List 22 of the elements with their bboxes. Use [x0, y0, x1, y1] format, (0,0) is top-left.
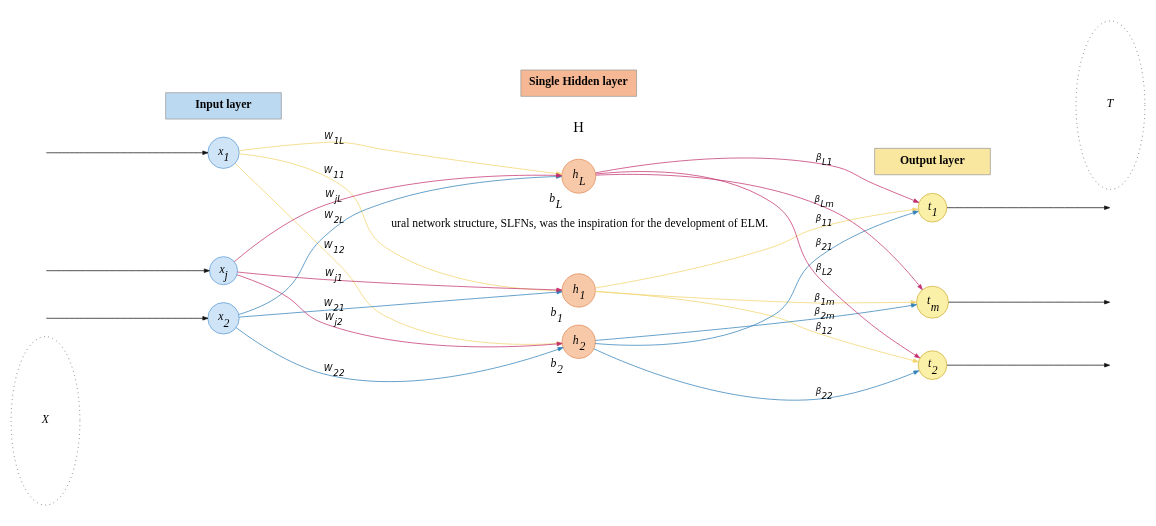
arrow: [595, 174, 923, 290]
legend-label: Input layer: [195, 97, 252, 111]
node-ellipse: X: [10, 336, 81, 506]
arrow: [45, 268, 210, 273]
arrow: [594, 210, 919, 346]
arrow: [45, 150, 209, 155]
arrow: [593, 348, 920, 401]
arrow: [946, 363, 1111, 368]
arrow: [948, 300, 1111, 305]
arrow: [45, 316, 209, 321]
legend-label: Single Hidden layer: [528, 75, 628, 89]
node-ellipse: T: [1075, 20, 1146, 190]
legend-label: Output layer: [899, 153, 965, 167]
arrow: [595, 303, 917, 341]
arrow: [594, 207, 919, 289]
label: H: [573, 118, 584, 135]
arrow: [595, 157, 920, 203]
arrow: [946, 205, 1111, 210]
arrow: [595, 291, 917, 305]
arrow: [595, 291, 919, 363]
arrow: [595, 171, 921, 359]
label: ural network structure, SLFNs, was the inspiration for the development of ELM.: [391, 217, 769, 231]
